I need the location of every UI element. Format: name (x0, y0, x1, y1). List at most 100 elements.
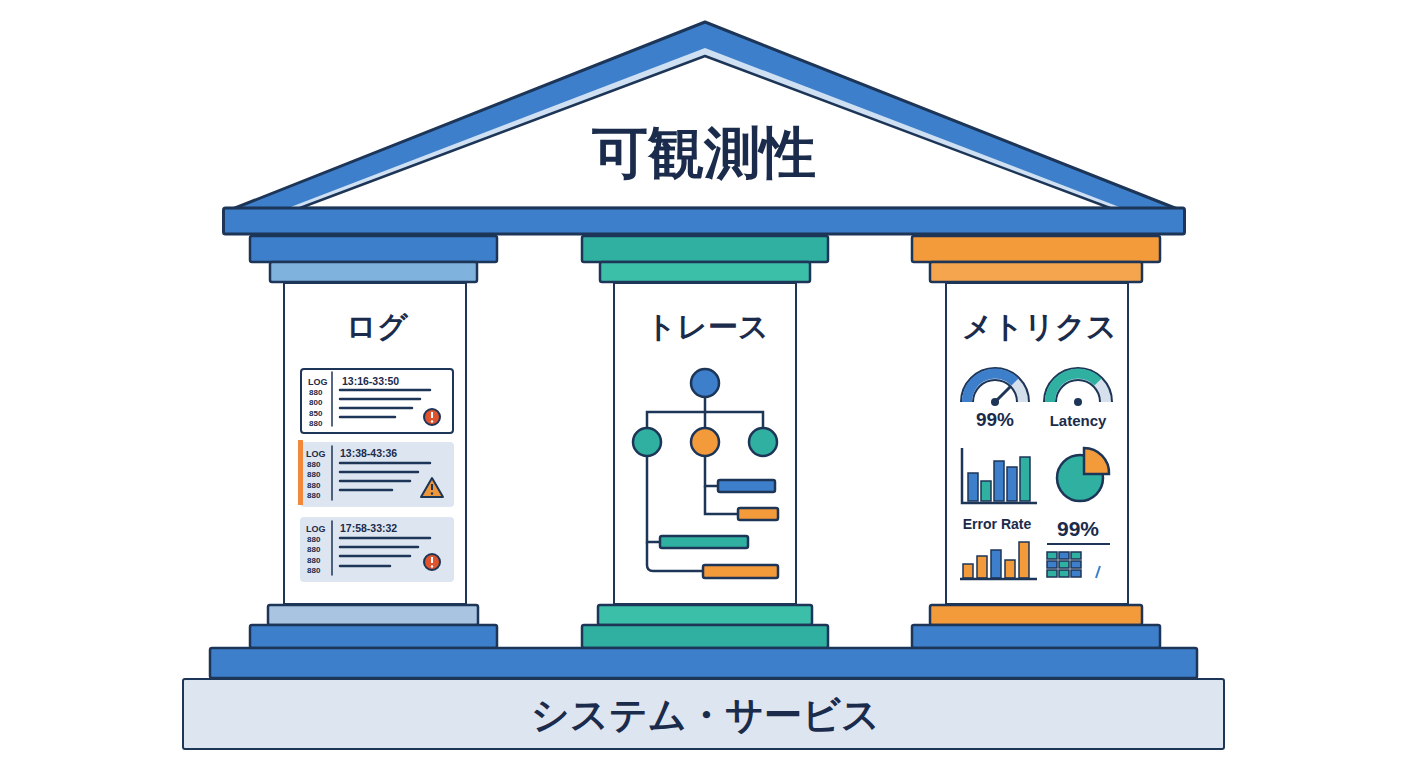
gauge-value: 99% (935, 410, 1055, 431)
log-time: 13:16-33:50 (342, 376, 399, 388)
divider (331, 521, 333, 575)
node-title: メトリクス (947, 310, 1131, 343)
metric-label: Latency (1018, 413, 1138, 430)
span-circle (749, 428, 777, 456)
table-cell (1059, 561, 1069, 568)
span-bar (703, 565, 778, 578)
log-time: 13:38-43:36 (340, 448, 397, 460)
warning-icon (421, 478, 443, 497)
trace-spans (633, 369, 778, 578)
error-icon (424, 554, 440, 570)
error-mark (431, 412, 433, 418)
capital-slab (930, 262, 1142, 282)
bar (977, 556, 987, 578)
log-code: 880 (307, 461, 320, 470)
bar (991, 550, 1001, 578)
gauge-outline (1050, 374, 1106, 402)
pillar-shaft: ログLOG13:16-33:50880800850880LOG13:38-43:… (283, 282, 467, 605)
log-code: 880 (307, 557, 320, 566)
gauge-arc (1050, 374, 1098, 402)
log-code: 850 (309, 410, 322, 419)
table-cell (1047, 552, 1057, 559)
log-line (340, 537, 430, 540)
capital-slab (270, 262, 477, 282)
chart-axis (962, 448, 1037, 503)
table-cell (1047, 561, 1057, 568)
error-icon (424, 409, 440, 425)
log-lines (332, 372, 430, 575)
log-code: 880 (307, 567, 320, 576)
table-cell (1071, 561, 1081, 568)
log-line (340, 546, 418, 549)
table-cell (1059, 570, 1069, 577)
gauge-hub (1074, 398, 1082, 406)
alert-icon (424, 554, 440, 570)
log-code: 880 (307, 546, 320, 555)
metric-value: 99% (1018, 517, 1138, 540)
gauge-outline (967, 374, 1023, 402)
log-code: 880 (309, 389, 322, 398)
log-code: 880 (309, 420, 322, 429)
node-title: 可観測性 (222, 122, 1186, 184)
log-line (340, 462, 430, 465)
pillar-capitals (250, 236, 1160, 282)
bar (968, 473, 978, 501)
span-circle (691, 428, 719, 456)
pie-slice (1084, 448, 1109, 474)
table-cell (1059, 552, 1069, 559)
capital-slab (600, 262, 810, 282)
log-tag: LOG (306, 525, 326, 535)
roof-cornice (224, 208, 1185, 234)
log-line (340, 480, 410, 483)
trend-tick (1096, 566, 1100, 578)
bar-chart (960, 542, 1037, 579)
capital-slab (582, 236, 828, 262)
log-tag: LOG (306, 450, 326, 460)
log-code: 880 (307, 482, 320, 491)
divider (331, 446, 333, 500)
base-slab (250, 625, 497, 648)
log-code: 880 (307, 471, 320, 480)
log-line (340, 471, 418, 474)
gauge-track (1050, 374, 1106, 402)
table-icon (1047, 552, 1100, 578)
capital-slab (250, 236, 497, 262)
node-title: トレース (615, 310, 799, 343)
pie-chart (1057, 448, 1109, 501)
warning-triangle (421, 478, 443, 497)
trace-span-line (705, 486, 738, 514)
gauge-arc (967, 374, 1015, 402)
bar (963, 564, 973, 578)
base-slab (268, 605, 478, 625)
pillar-shaft: メトリクス (945, 282, 1129, 605)
log-line (340, 489, 392, 492)
log-code: 880 (307, 536, 320, 545)
trace-wires (647, 397, 763, 571)
log-code: 880 (307, 492, 320, 501)
warning-mark (431, 492, 433, 494)
capital-slab (912, 236, 1160, 262)
node-title: システム・サービス (184, 695, 1227, 737)
pillar-shaft: トレース (613, 282, 797, 605)
log-line (340, 407, 412, 410)
table-cell (1071, 570, 1081, 577)
base-slab (582, 625, 828, 648)
alert-icon (424, 409, 440, 425)
pillar-bases (210, 605, 1197, 678)
span-bar (718, 480, 775, 492)
span-bar (738, 508, 778, 520)
base-slab (598, 605, 812, 625)
log-line (340, 389, 430, 392)
foundation-band: システム・サービス (182, 678, 1225, 750)
trace-span-line (647, 542, 703, 571)
log-card: LOG17:58-33:32880880880880 (300, 517, 454, 582)
log-card: LOG13:16-33:50880800850880 (300, 368, 454, 434)
bar (981, 481, 991, 501)
pie-body (1057, 455, 1103, 501)
bar (1019, 542, 1029, 578)
